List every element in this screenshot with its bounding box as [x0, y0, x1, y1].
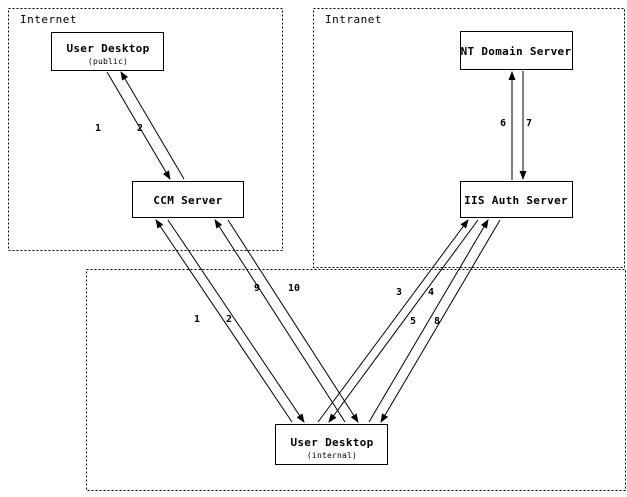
node-box-ccm-server[interactable]: [132, 181, 244, 218]
edge-label-step-8: 8: [434, 316, 440, 327]
node-box-iis-auth-server[interactable]: [460, 181, 573, 218]
flow-line-public-1: [106, 71, 171, 180]
flow-line-4: [328, 219, 479, 423]
edge-label-step-3: 3: [396, 287, 402, 298]
edge-step-labels: 1 2 6 7 9 10 3 4 1 2 5 8: [95, 118, 532, 327]
node-title-user-desktop-public: User Desktop: [66, 42, 149, 55]
zone-internal-border: [86, 269, 626, 491]
node-box-user-desktop-public[interactable]: [51, 32, 164, 71]
flow-lines: [106, 71, 527, 423]
flow-line-internal-1: [155, 219, 293, 423]
node-title-ccm-server: CCM Server: [153, 194, 222, 207]
zone-boundaries: [8, 8, 626, 491]
zone-intranet-border: [313, 8, 625, 268]
edge-label-step-6: 6: [500, 118, 506, 129]
edge-label-step-1-public: 1: [95, 123, 101, 134]
flow-line-10: [227, 219, 359, 423]
edge-label-step-5: 5: [410, 316, 416, 327]
zone-label-intranet: Intranet: [325, 13, 382, 26]
edge-label-step-7: 7: [526, 118, 532, 129]
node-box-nt-domain-server[interactable]: [460, 31, 573, 70]
node-user-desktop-internal[interactable]: User Desktop (internal): [275, 424, 388, 465]
zone-label-internet: Internet: [20, 13, 77, 26]
node-title-iis-auth-server: IIS Auth Server: [464, 194, 568, 207]
edge-label-step-2-internal: 2: [226, 314, 232, 325]
node-title-user-desktop-internal: User Desktop: [290, 436, 373, 449]
edge-label-step-4: 4: [428, 287, 434, 298]
edge-label-step-1-internal: 1: [194, 314, 200, 325]
node-subtitle-user-desktop-public: (public): [88, 57, 128, 66]
flow-line-internal-2: [167, 219, 305, 423]
node-subtitle-user-desktop-internal: (internal): [307, 451, 357, 460]
edge-label-step-9: 9: [254, 283, 260, 294]
node-title-nt-domain-server: NT Domain Server: [461, 45, 572, 58]
flow-line-5: [368, 219, 489, 423]
flow-line-3: [317, 219, 469, 423]
edge-label-step-10: 10: [288, 283, 300, 294]
node-ccm-server[interactable]: CCM Server: [132, 181, 244, 218]
flow-line-public-2: [120, 71, 185, 180]
flow-line-9: [214, 219, 346, 423]
zone-internet-border: [8, 8, 283, 251]
node-iis-auth-server[interactable]: IIS Auth Server: [460, 181, 573, 218]
node-user-desktop-public[interactable]: User Desktop (public): [51, 32, 164, 71]
node-nt-domain-server[interactable]: NT Domain Server: [460, 31, 573, 70]
node-box-user-desktop-internal[interactable]: [275, 424, 388, 465]
flow-line-8: [380, 219, 501, 423]
edge-label-step-2-public: 2: [137, 123, 143, 134]
